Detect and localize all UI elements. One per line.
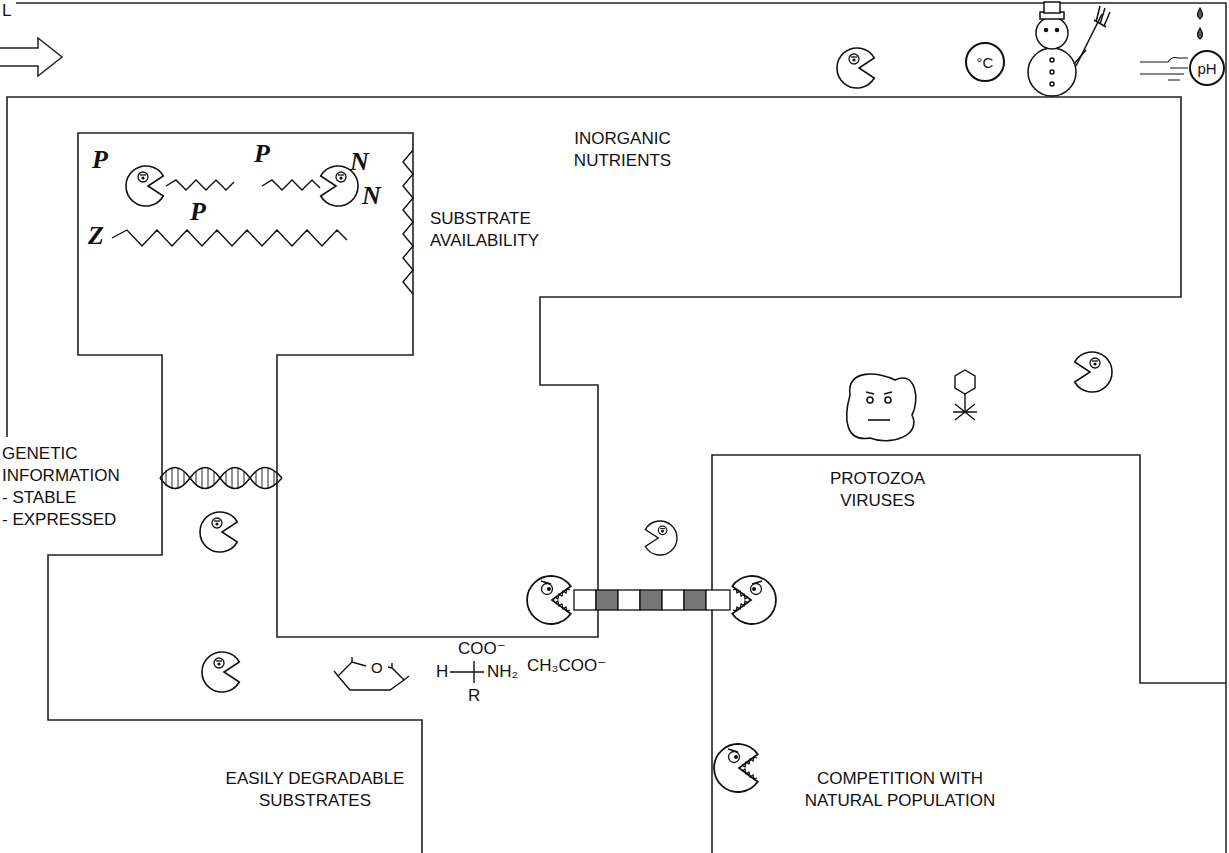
competitor-icon	[527, 576, 571, 624]
corner-letter: L	[2, 0, 11, 22]
frame-line	[16, 3, 1226, 853]
bacterium-icon	[202, 652, 239, 692]
phosphorus-symbol: P	[254, 140, 270, 168]
snowman	[1028, 2, 1110, 96]
bacterium-icon	[837, 48, 874, 88]
region-label: COMPETITION WITH NATURAL POPULATION	[800, 768, 1000, 812]
nitrogen-symbol: N	[350, 148, 369, 176]
bacterium-icon	[200, 512, 237, 552]
maze-wall	[7, 97, 1181, 853]
region-label: INORGANIC NUTRIENTS	[560, 128, 685, 172]
region-label: SUBSTRATE AVAILABILITY	[430, 208, 555, 252]
node-text: °C	[977, 54, 994, 71]
node-text: pH	[1197, 60, 1216, 77]
chemical-group: H	[436, 661, 448, 683]
chemical-group: R	[468, 685, 480, 707]
region-label: - EXPRESSED	[2, 509, 116, 531]
region-label: PROTOZOA VIRUSES	[820, 468, 935, 512]
competitor-icon	[714, 744, 758, 792]
chemical-formula: CH₃COO⁻	[527, 655, 606, 677]
protozoan	[847, 374, 916, 441]
region-label: - STABLE	[2, 487, 76, 509]
bacteriophage	[953, 370, 977, 420]
bacterium-icon	[1075, 352, 1112, 392]
shared-substrate-strip	[574, 590, 730, 610]
ring-oxygen: O	[371, 659, 383, 676]
phosphorus-symbol: P	[92, 146, 108, 174]
entry-arrow	[0, 38, 62, 76]
temperature-circle: °C	[965, 42, 1005, 82]
bacterium-icon	[126, 166, 163, 206]
zinc-symbol: Z	[88, 222, 104, 250]
chemical-structures	[334, 657, 484, 690]
maze-wall	[712, 455, 1226, 853]
bacterium-icon	[645, 521, 677, 555]
competitor-icon	[732, 576, 776, 624]
chemical-group: COO⁻	[458, 638, 506, 660]
dna-helix	[160, 468, 282, 489]
phosphorus-symbol: P	[190, 198, 206, 226]
region-label: GENETIC INFORMATION	[2, 443, 142, 487]
region-label: EASILY DEGRADABLE SUBSTRATES	[215, 768, 415, 812]
ph-circle: pH	[1189, 50, 1225, 86]
chemical-group: NH₂	[487, 661, 518, 683]
nitrogen-symbol: N	[362, 182, 381, 210]
